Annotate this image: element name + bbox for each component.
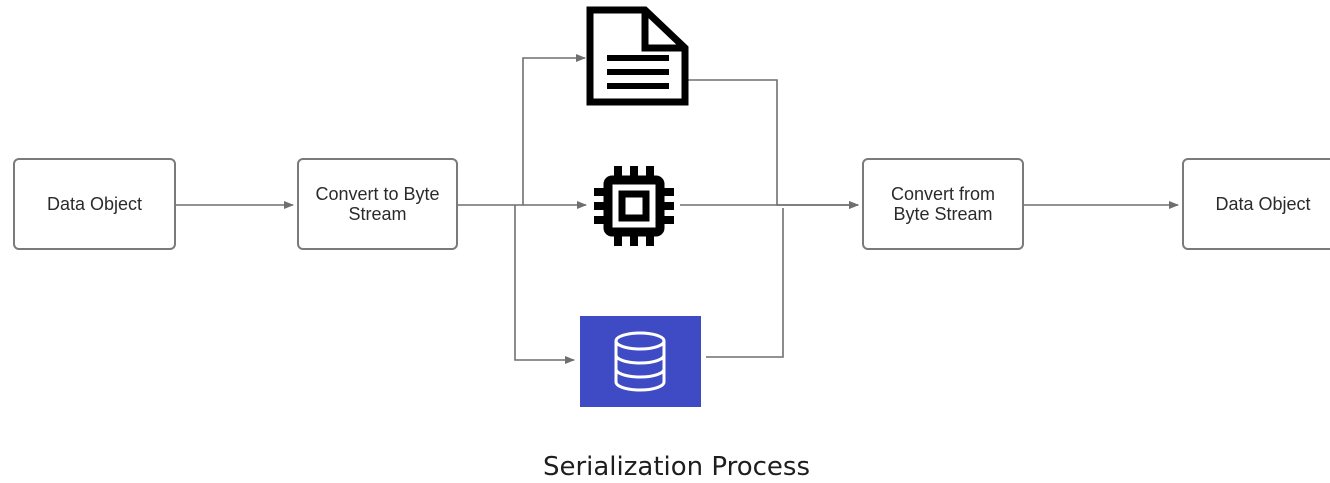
convert-to-byte-stream-node: Convert to Byte Stream — [297, 158, 458, 250]
data-object-target-node: Data Object — [1182, 158, 1330, 250]
data-object-source-node: Data Object — [13, 158, 176, 250]
database-icon — [580, 316, 701, 407]
diagram-caption: Serialization Process — [542, 452, 811, 482]
node-label: Data Object — [46, 194, 143, 214]
node-label: Convert from Byte Stream — [890, 184, 996, 224]
document-icon — [586, 6, 689, 106]
node-label: Data Object — [1215, 194, 1311, 214]
arrow-database-to-deserialize — [706, 208, 784, 358]
arrow-file-to-deserialize — [686, 79, 859, 209]
arrow-serialize-to-file — [458, 54, 586, 206]
node-label: Convert to Byte Stream — [315, 184, 440, 224]
cpu-chip-icon — [594, 166, 674, 246]
arrow-serialize-to-database — [514, 205, 575, 364]
convert-from-byte-stream-node: Convert from Byte Stream — [862, 158, 1024, 250]
